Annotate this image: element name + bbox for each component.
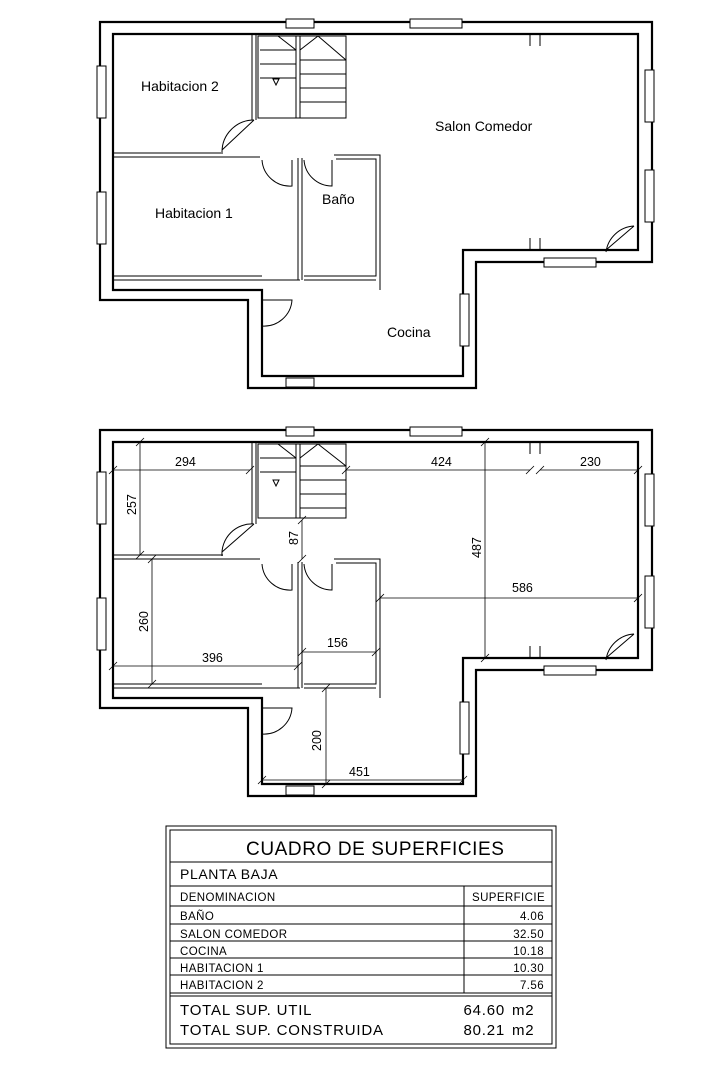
dim-200: 200 [310,730,324,751]
dim-260: 260 [137,611,151,632]
table-title: CUADRO DE SUPERFICIES [246,839,505,860]
table-subtitle: PLANTA BAJA [180,866,278,882]
total-util-label: TOTAL SUP. UTIL [180,1002,312,1019]
dim-586: 586 [512,581,533,595]
bottom-outer-wall-inner [111,440,640,786]
window-cocina-right [459,293,470,347]
dimension-lines [108,437,643,789]
window-left-1 [96,65,107,119]
window-cocina-bottom [285,377,315,388]
dim-230: 230 [580,455,601,469]
table-row-name: BAÑO [180,910,214,923]
surface-table: CUADRO DE SUPERFICIES PLANTA BAJA DENOMI… [165,825,557,1049]
door-arc-terrace [605,225,635,253]
table-row-name: SALON COMEDOR [180,929,287,941]
room-label-hab1: Habitacion 1 [155,205,233,221]
window-salon-bottom [543,257,597,268]
window-left-2 [96,191,107,245]
top-floor-plan: Habitacion 2 Salon Comedor Baño Habitaci… [96,18,655,390]
table-row-area: 10.30 [513,963,544,975]
room-label-cocina: Cocina [387,324,431,340]
total-built-label: TOTAL SUP. CONSTRUIDA [180,1022,384,1039]
hab1-walls [113,156,303,281]
dim-87: 87 [287,531,301,545]
window-right-2 [644,169,655,223]
door-arc-hab2 [221,119,255,153]
dim-451: 451 [349,765,370,779]
room-label-hab2: Habitacion 2 [141,78,219,94]
door-arc-bano [303,159,333,187]
table-row-name: HABITACION 2 [180,980,264,992]
window-right-1 [644,69,655,123]
top-stairs [257,35,347,119]
room-label-salon: Salon Comedor [435,118,533,134]
dim-156: 156 [327,636,348,650]
table-row-area: 32.50 [513,929,544,941]
table-header-area: SUPERFICIE [472,892,545,904]
dim-424: 424 [431,455,452,469]
window-top-1 [285,18,315,29]
bottom-stairs [257,443,347,519]
table-row-name: COCINA [180,946,227,958]
total-util-unit: m2 [512,1002,534,1019]
top-outer-wall-inner [111,32,640,378]
table-header-name: DENOMINACION [180,892,276,904]
dim-396: 396 [202,651,223,665]
door-arc-entry [261,298,293,327]
dim-487: 487 [470,537,484,558]
total-built-unit: m2 [512,1022,534,1039]
table-row-name: HABITACION 1 [180,963,264,975]
bano-walls [304,154,381,290]
room-label-bano: Baño [322,191,355,207]
bottom-floor-plan: 294 424 230 257 87 487 586 260 156 396 2… [96,426,655,798]
table-row-area: 7.56 [520,980,544,992]
table-row-area: 10.18 [513,946,544,958]
window-top-2 [409,18,463,29]
total-built-value: 80.21 [463,1022,505,1039]
total-util-value: 64.60 [463,1002,505,1019]
dim-294: 294 [175,455,196,469]
dim-257: 257 [125,494,139,515]
door-arc-hab1 [261,159,293,187]
table-row-area: 4.06 [520,911,544,923]
